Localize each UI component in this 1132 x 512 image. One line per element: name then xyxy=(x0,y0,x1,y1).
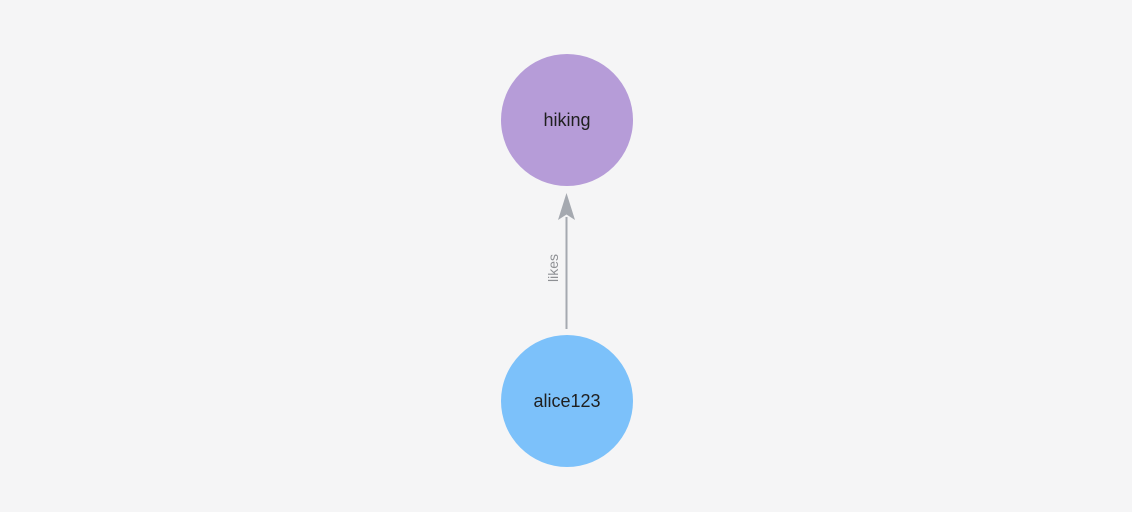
node-hiking-label: hiking xyxy=(543,110,591,130)
edge-arrowhead-icon xyxy=(558,193,575,220)
node-alice123[interactable]: alice123 xyxy=(501,335,633,467)
node-alice123-label: alice123 xyxy=(533,391,601,411)
node-hiking[interactable]: hiking xyxy=(501,54,633,186)
edge-label-likes[interactable]: likes xyxy=(545,253,561,283)
